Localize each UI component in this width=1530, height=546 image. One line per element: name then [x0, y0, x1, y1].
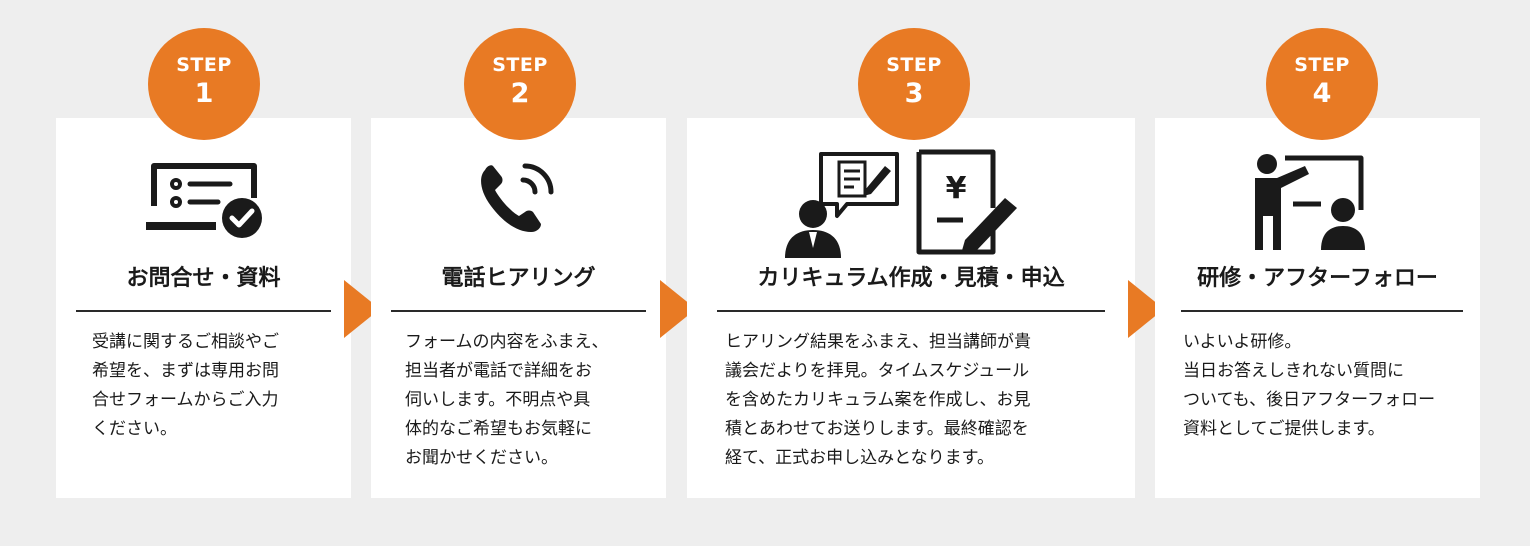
step-title: 研修・アフターフォロー	[1197, 266, 1438, 291]
step-title: カリキュラム作成・見積・申込	[757, 266, 1065, 291]
step-label: STEP	[886, 54, 942, 76]
step-badge-1: STEP 1	[148, 28, 260, 140]
step-description: いよいよ研修。 当日お答えしきれない質問に ついても、後日アフターフォロー 資料…	[1183, 332, 1436, 439]
step-card-2: 電話ヒアリング フォームの内容をふまえ、 担当者が電話で詳細をお 伺いします。不…	[371, 118, 666, 498]
yen-sign: ¥	[946, 171, 967, 206]
laptop-checklist-icon	[146, 163, 262, 238]
step-label: STEP	[492, 54, 548, 76]
step-description: 受講に関するご相談やご 希望を、まずは専用お問 合せフォームからご入力 ください…	[92, 332, 279, 439]
presenter-board-icon	[1255, 154, 1365, 250]
step-card-3: ¥ カリキュラム作成・見積・申込 ヒアリング結果をふまえ、担当講師が貴 議会だよ…	[687, 118, 1135, 498]
title-divider	[717, 310, 1105, 312]
step-description: フォームの内容をふまえ、 担当者が電話で詳細をお 伺いします。不明点や具 体的な…	[405, 332, 609, 468]
title-divider	[1181, 310, 1463, 312]
step-badge-3: STEP 3	[858, 28, 970, 140]
title-divider	[76, 310, 331, 312]
step-label: STEP	[1294, 54, 1350, 76]
step-number: 1	[194, 78, 214, 109]
step-title: お問合せ・資料	[126, 266, 281, 291]
step-badge-2: STEP 2	[464, 28, 576, 140]
phone-icon	[481, 163, 554, 232]
step-number: 2	[510, 78, 530, 109]
step-number: 4	[1312, 78, 1332, 109]
step-card-4: 研修・アフターフォロー いよいよ研修。 当日お答えしきれない質問に ついても、後…	[1155, 118, 1480, 498]
step-description: ヒアリング結果をふまえ、担当講師が貴 議会だよりを拝見。タイムスケジュール を含…	[725, 332, 1031, 468]
step-badge-4: STEP 4	[1266, 28, 1378, 140]
step-number: 3	[904, 78, 924, 109]
consultation-estimate-icon: ¥	[785, 149, 1017, 258]
title-divider	[391, 310, 646, 312]
step-label: STEP	[176, 54, 232, 76]
step-card-1: お問合せ・資料 受講に関するご相談やご 希望を、まずは専用お問 合せフォームから…	[56, 118, 351, 498]
step-title: 電話ヒアリング	[441, 266, 596, 291]
